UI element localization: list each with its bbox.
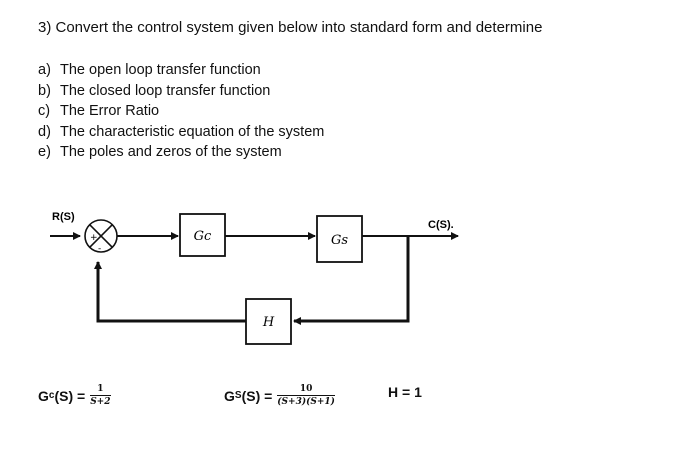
plant-block bbox=[316, 215, 363, 263]
gc-fraction: 1 S+2 bbox=[90, 384, 111, 407]
part-text: The open loop transfer function bbox=[60, 62, 261, 78]
gs-numerator: 10 bbox=[299, 384, 313, 394]
list-item: a) The open loop transfer function bbox=[38, 60, 324, 81]
output-label: C(S). bbox=[428, 219, 454, 231]
part-text: The characteristic equation of the syste… bbox=[60, 123, 325, 140]
gs-lhs-sub: S bbox=[234, 390, 242, 401]
gc-lhs-sub: c bbox=[48, 390, 55, 401]
plus-sign: + bbox=[90, 233, 98, 243]
gc-denominator: S+2 bbox=[90, 397, 111, 407]
gs-lhs-rest: (S) = bbox=[241, 387, 273, 404]
part-text: The Error Ratio bbox=[60, 103, 160, 119]
part-label: a) bbox=[38, 62, 51, 78]
gs-denominator: (S+3)(S+1) bbox=[277, 397, 335, 407]
summing-junction: + - bbox=[84, 219, 118, 254]
plant-block-label: Gs bbox=[331, 233, 348, 248]
gc-numerator: 1 bbox=[97, 384, 104, 394]
controller-block bbox=[179, 213, 226, 257]
part-text: The poles and zeros of the system bbox=[60, 144, 282, 160]
gc-lhs-main: G bbox=[38, 387, 49, 404]
question-text: 3) Convert the control system given belo… bbox=[38, 19, 543, 36]
list-item: c) The Error Ratio bbox=[38, 101, 324, 122]
gc-lhs-rest: (S) = bbox=[54, 387, 86, 404]
part-label: d) bbox=[38, 123, 51, 140]
feedback-line bbox=[293, 236, 410, 325]
minus-sign: - bbox=[98, 244, 101, 254]
list-item: d) The characteristic equation of the sys… bbox=[38, 122, 324, 143]
gs-fraction: 10 (S+3)(S+1) bbox=[277, 384, 335, 407]
part-label: e) bbox=[38, 144, 51, 160]
part-label: c) bbox=[38, 103, 51, 119]
list-item: e) The poles and zeros of the system bbox=[38, 142, 324, 163]
part-text: The closed loop transfer function bbox=[60, 82, 271, 99]
h-equation: H = 1 bbox=[388, 384, 422, 400]
feedback-block bbox=[245, 298, 292, 345]
gs-lhs-main: G bbox=[224, 387, 235, 404]
question-parts-list: a) The open loop transfer function b) The … bbox=[38, 60, 324, 163]
list-item: b) The closed loop transfer function bbox=[38, 81, 324, 102]
input-label: R(S) bbox=[52, 211, 75, 223]
feedback-return-line bbox=[94, 261, 246, 323]
part-label: b) bbox=[38, 82, 51, 99]
feedback-block-label: H bbox=[262, 315, 275, 330]
controller-block-label: Gc bbox=[194, 229, 212, 244]
